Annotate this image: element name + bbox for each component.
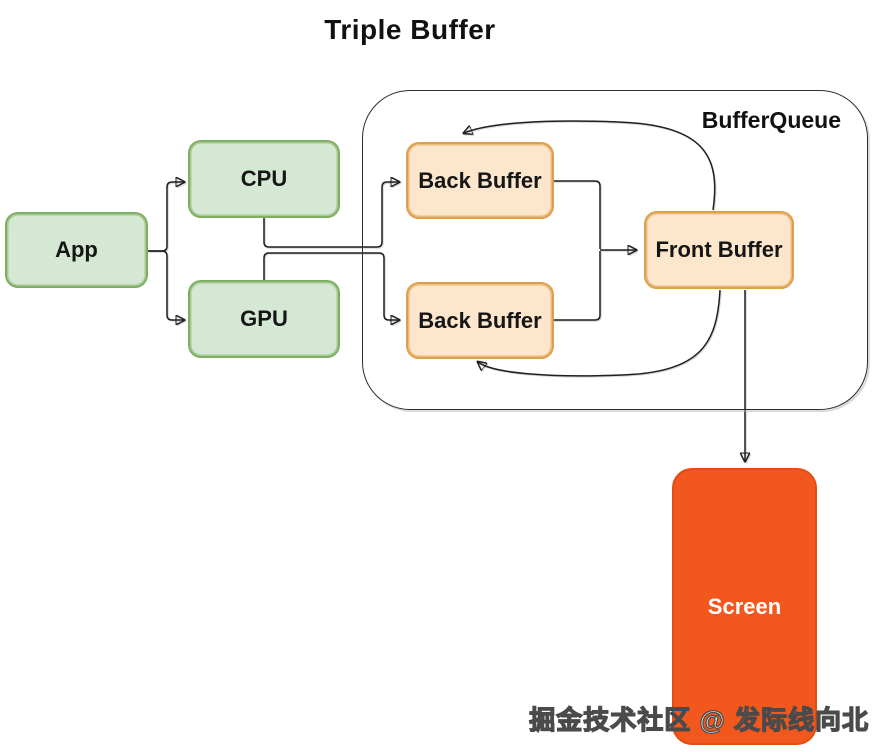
diagram-title: Triple Buffer: [324, 14, 496, 45]
node-cpu-label: CPU: [240, 166, 288, 191]
node-back-buffer-2-label: Back Buffer: [418, 307, 542, 333]
watermark-text: 掘金技术社区 @ 发际线向北: [529, 704, 869, 735]
node-gpu[interactable]: GPU: [188, 280, 340, 358]
edge-app-gpu: [148, 250, 184, 320]
node-app[interactable]: App: [5, 212, 148, 288]
node-gpu-label: GPU: [240, 306, 288, 331]
node-back-buffer-1[interactable]: Back Buffer: [406, 142, 554, 219]
node-screen-label: Screen: [707, 593, 782, 619]
node-back-buffer-1-label: Back Buffer: [418, 167, 542, 193]
node-back-buffer-2[interactable]: Back Buffer: [406, 282, 554, 359]
node-front-buffer-label: Front Buffer: [655, 237, 783, 262]
buffer-queue-container: BufferQueue Back Buffer Back Buffer Fron…: [362, 90, 868, 410]
buffer-queue-label: BufferQueue: [701, 107, 841, 133]
node-screen[interactable]: Screen: [672, 468, 817, 745]
node-app-label: App: [55, 237, 98, 262]
node-cpu[interactable]: CPU: [188, 140, 340, 218]
node-front-buffer[interactable]: Front Buffer: [644, 211, 794, 289]
edge-app-cpu: [148, 182, 184, 252]
